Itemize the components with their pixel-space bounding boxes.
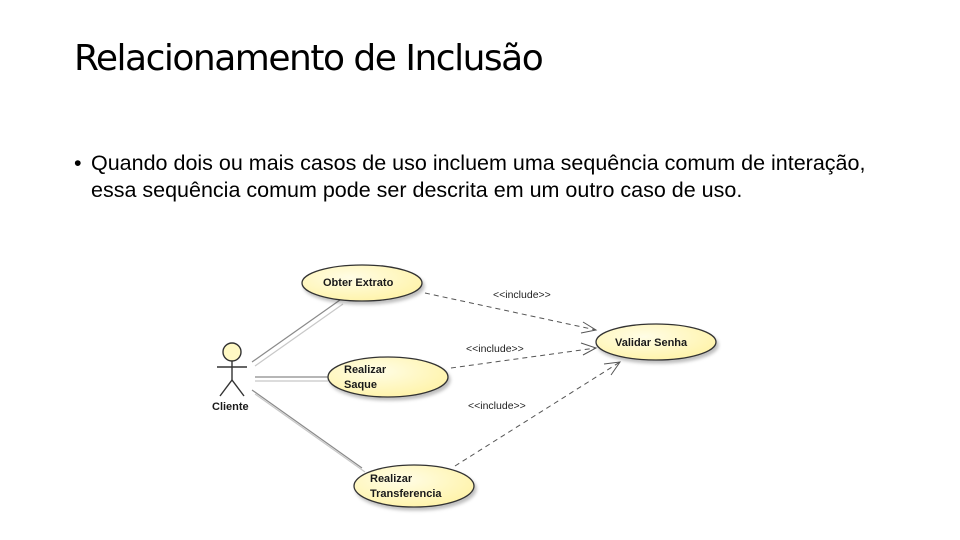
include-dependencies xyxy=(424,292,622,467)
include-label-3: <<include>> xyxy=(468,400,526,412)
usecase-realizar-saque-label-1: Realizar xyxy=(344,364,387,376)
usecase-realizar-saque: Realizar Saque xyxy=(327,356,449,398)
bullet-text: Quando dois ou mais casos de uso incluem… xyxy=(91,151,866,202)
usecase-validar-senha-label: Validar Senha xyxy=(615,337,688,349)
usecase-realizar-transferencia-shape xyxy=(353,464,475,508)
association-obter-extrato xyxy=(251,299,341,363)
association-realizar-transferencia xyxy=(251,389,363,469)
actor-left-leg xyxy=(219,379,233,397)
actor-cliente xyxy=(217,342,247,397)
usecase-obter-extrato: Obter Extrato xyxy=(301,264,423,302)
include-arrowhead-extrato xyxy=(580,321,598,334)
include-label-2: <<include>> xyxy=(466,343,524,355)
bullet-item: • Quando dois ou mais casos de uso inclu… xyxy=(74,150,904,204)
usecase-realizar-transferencia: Realizar Transferencia xyxy=(353,464,475,508)
usecase-obter-extrato-label: Obter Extrato xyxy=(323,277,394,289)
actor-head xyxy=(222,342,242,362)
include-line-extrato xyxy=(424,292,597,331)
usecase-obter-extrato-shape xyxy=(301,264,423,302)
association-lines xyxy=(251,299,366,473)
include-arrowhead-saque xyxy=(580,342,598,356)
usecase-validar-senha: Validar Senha xyxy=(595,323,717,361)
include-label-1: <<include>> xyxy=(493,289,551,301)
actor-right-leg xyxy=(231,379,245,397)
include-line-transferencia xyxy=(454,361,621,467)
include-arrowhead-transferencia xyxy=(603,361,622,376)
association-realizar-transferencia-shadow xyxy=(254,393,366,473)
usecase-realizar-transferencia-label-2: Transferencia xyxy=(370,488,442,500)
bullet-marker: • xyxy=(74,151,82,175)
actor-label: Cliente xyxy=(212,401,249,413)
usecase-realizar-saque-shape xyxy=(327,356,449,398)
slide-title: Relacionamento de Inclusão xyxy=(74,38,544,79)
usecase-realizar-saque-label-2: Saque xyxy=(344,379,377,391)
usecase-validar-senha-shape xyxy=(595,323,717,361)
include-line-saque xyxy=(450,347,597,369)
association-obter-extrato-shadow xyxy=(254,303,344,367)
usecase-realizar-transferencia-label-1: Realizar xyxy=(370,473,413,485)
